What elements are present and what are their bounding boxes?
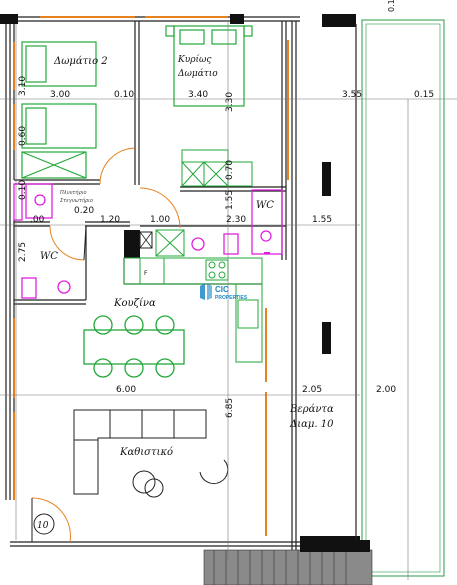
doors bbox=[31, 147, 181, 543]
living-sofa bbox=[73, 409, 229, 498]
dim-3-30: 3.30 bbox=[225, 92, 235, 112]
room-label-veranda-line2: Διαμ. 10 bbox=[289, 419, 334, 430]
watermark-line2: PROPERTIES bbox=[215, 295, 248, 301]
dim-2-00: 2.00 bbox=[376, 385, 396, 395]
kitchen-units bbox=[123, 229, 263, 363]
dim-3-00: 3.00 bbox=[50, 90, 70, 100]
dim-6-00: 6.00 bbox=[116, 385, 136, 395]
room-label-bedroom2: Δωμάτιο 2 bbox=[53, 56, 108, 67]
dim-2-05: 2.05 bbox=[302, 385, 322, 395]
watermark-logo: CIC PROPERTIES bbox=[200, 283, 248, 301]
dim-0-60: 0.60 bbox=[18, 126, 28, 146]
room-label-laundry-line2: Στεγνωτήριο bbox=[60, 197, 93, 204]
dim-3-10: 3.10 bbox=[18, 76, 28, 96]
sanitary-fixtures bbox=[13, 183, 283, 299]
dim-6-85: 6.85 bbox=[225, 398, 235, 418]
master-bed bbox=[165, 25, 253, 107]
dimension-lines bbox=[0, 20, 457, 580]
dim-0-10-b: 0.10 bbox=[18, 180, 28, 200]
unit-number: 10 bbox=[37, 521, 49, 531]
dim-1-00-a: .00 bbox=[30, 215, 45, 225]
shaft bbox=[139, 231, 153, 249]
dim-0-10-top: 0.10 bbox=[387, 0, 396, 12]
unit-number-circle bbox=[33, 513, 55, 535]
stairs bbox=[203, 540, 373, 585]
room-label-laundry-line1: Πλυντήριο bbox=[60, 189, 87, 196]
room-label-veranda-line1: Βεράντα bbox=[289, 404, 334, 415]
dim-3-40: 3.40 bbox=[188, 90, 208, 100]
dim-1-55-h: 1.55 bbox=[312, 215, 332, 225]
room-label-kitchen: Κουζίνα bbox=[113, 298, 156, 309]
watermark-line1: CIC bbox=[215, 285, 229, 294]
bedroom2-beds bbox=[21, 41, 97, 179]
fridge-label: F bbox=[144, 270, 148, 277]
room-label-master-line1: Κυρίως bbox=[177, 54, 212, 65]
room-label-wc-left: WC bbox=[40, 251, 58, 262]
dim-2-75: 2.75 bbox=[18, 242, 28, 262]
dim-2-30: 2.30 bbox=[226, 215, 246, 225]
dining-table bbox=[83, 315, 185, 378]
room-label-wc-right: WC bbox=[256, 200, 274, 211]
dim-0-10-a: 0.10 bbox=[114, 90, 134, 100]
dim-0-15: 0.15 bbox=[414, 90, 434, 100]
dim-3-55: 3.55 bbox=[342, 90, 362, 100]
room-label-living: Καθιστικό bbox=[119, 447, 173, 458]
master-wardrobe bbox=[181, 149, 253, 187]
dim-1-00-b: 1.00 bbox=[150, 215, 170, 225]
dim-0-20: 0.20 bbox=[74, 206, 94, 216]
dim-1-55-v: 1.55 bbox=[225, 190, 235, 210]
windows bbox=[13, 40, 289, 536]
dim-0-70-v: 0.70 bbox=[225, 160, 235, 180]
room-label-master-line2: Δωμάτιο bbox=[177, 68, 218, 79]
dim-1-20: 1.20 bbox=[100, 215, 120, 225]
